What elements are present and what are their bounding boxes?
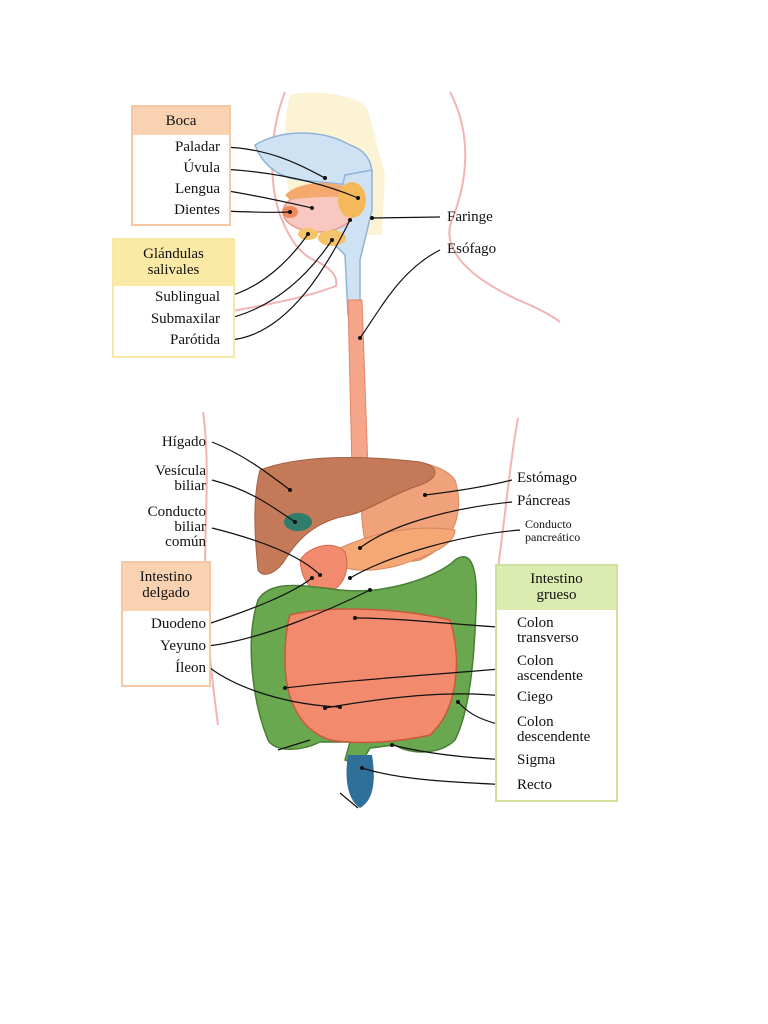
nasal-cavity	[254, 132, 373, 186]
label-vesicula-biliar: Vesícula biliar	[155, 463, 206, 494]
head-organs	[254, 92, 385, 316]
group-box-intestino-delgado: Intestino delgado	[121, 561, 211, 687]
group-title-boca: Boca	[133, 107, 229, 135]
label-sublingual: Sublingual	[154, 289, 220, 305]
label-lengua: Lengua	[175, 181, 220, 197]
label-pancreas: Páncreas	[517, 493, 571, 509]
label-ciego: Ciego	[517, 689, 553, 705]
group-box-intestino-grueso: Intestino grueso	[495, 564, 618, 802]
label-ileon: Íleon	[175, 660, 206, 676]
label-conducto-pancreatico: Conducto pancreático	[525, 517, 581, 544]
small-intestine	[284, 608, 458, 744]
label-submaxilar: Submaxilar	[150, 311, 220, 327]
gallbladder	[284, 513, 312, 531]
label-faringe: Faringe	[447, 209, 493, 225]
duodenum	[299, 544, 348, 594]
label-yeyuno: Yeyuno	[160, 638, 206, 654]
group-box-boca: Boca	[131, 105, 231, 226]
group-title-intestino-delgado: Intestino delgado	[123, 563, 209, 611]
leader-dots	[283, 176, 460, 770]
group-title-glandulas-salivales: Glándulas salivales	[114, 240, 233, 286]
rectum	[346, 755, 374, 808]
label-duodeno: Duodeno	[151, 616, 206, 632]
label-conducto-biliar-comun: Conducto biliar común	[147, 504, 206, 550]
esophagus	[347, 299, 369, 471]
label-uvula: Úvula	[183, 160, 220, 176]
label-parotida: Parótida	[170, 332, 220, 348]
group-title-intestino-grueso: Intestino grueso	[497, 566, 616, 610]
liver	[254, 456, 436, 575]
label-estomago: Estómago	[517, 470, 577, 486]
label-dientes: Dientes	[174, 202, 220, 218]
label-colon-ascendente: Colon ascendente	[517, 653, 583, 684]
label-sigma: Sigma	[517, 752, 556, 768]
label-colon-transverso: Colon transverso	[517, 615, 579, 646]
pancreas	[339, 527, 456, 571]
label-colon-descendente: Colon descendente	[517, 714, 591, 745]
label-higado: Hígado	[161, 434, 206, 450]
label-esofago: Esófago	[447, 241, 497, 257]
abdominal-organs	[250, 456, 478, 808]
group-box-glandulas-salivales: Glándulas salivales	[112, 238, 235, 358]
label-paladar: Paladar	[175, 139, 220, 155]
salivary-parotid	[338, 182, 366, 218]
label-recto: Recto	[517, 777, 552, 793]
